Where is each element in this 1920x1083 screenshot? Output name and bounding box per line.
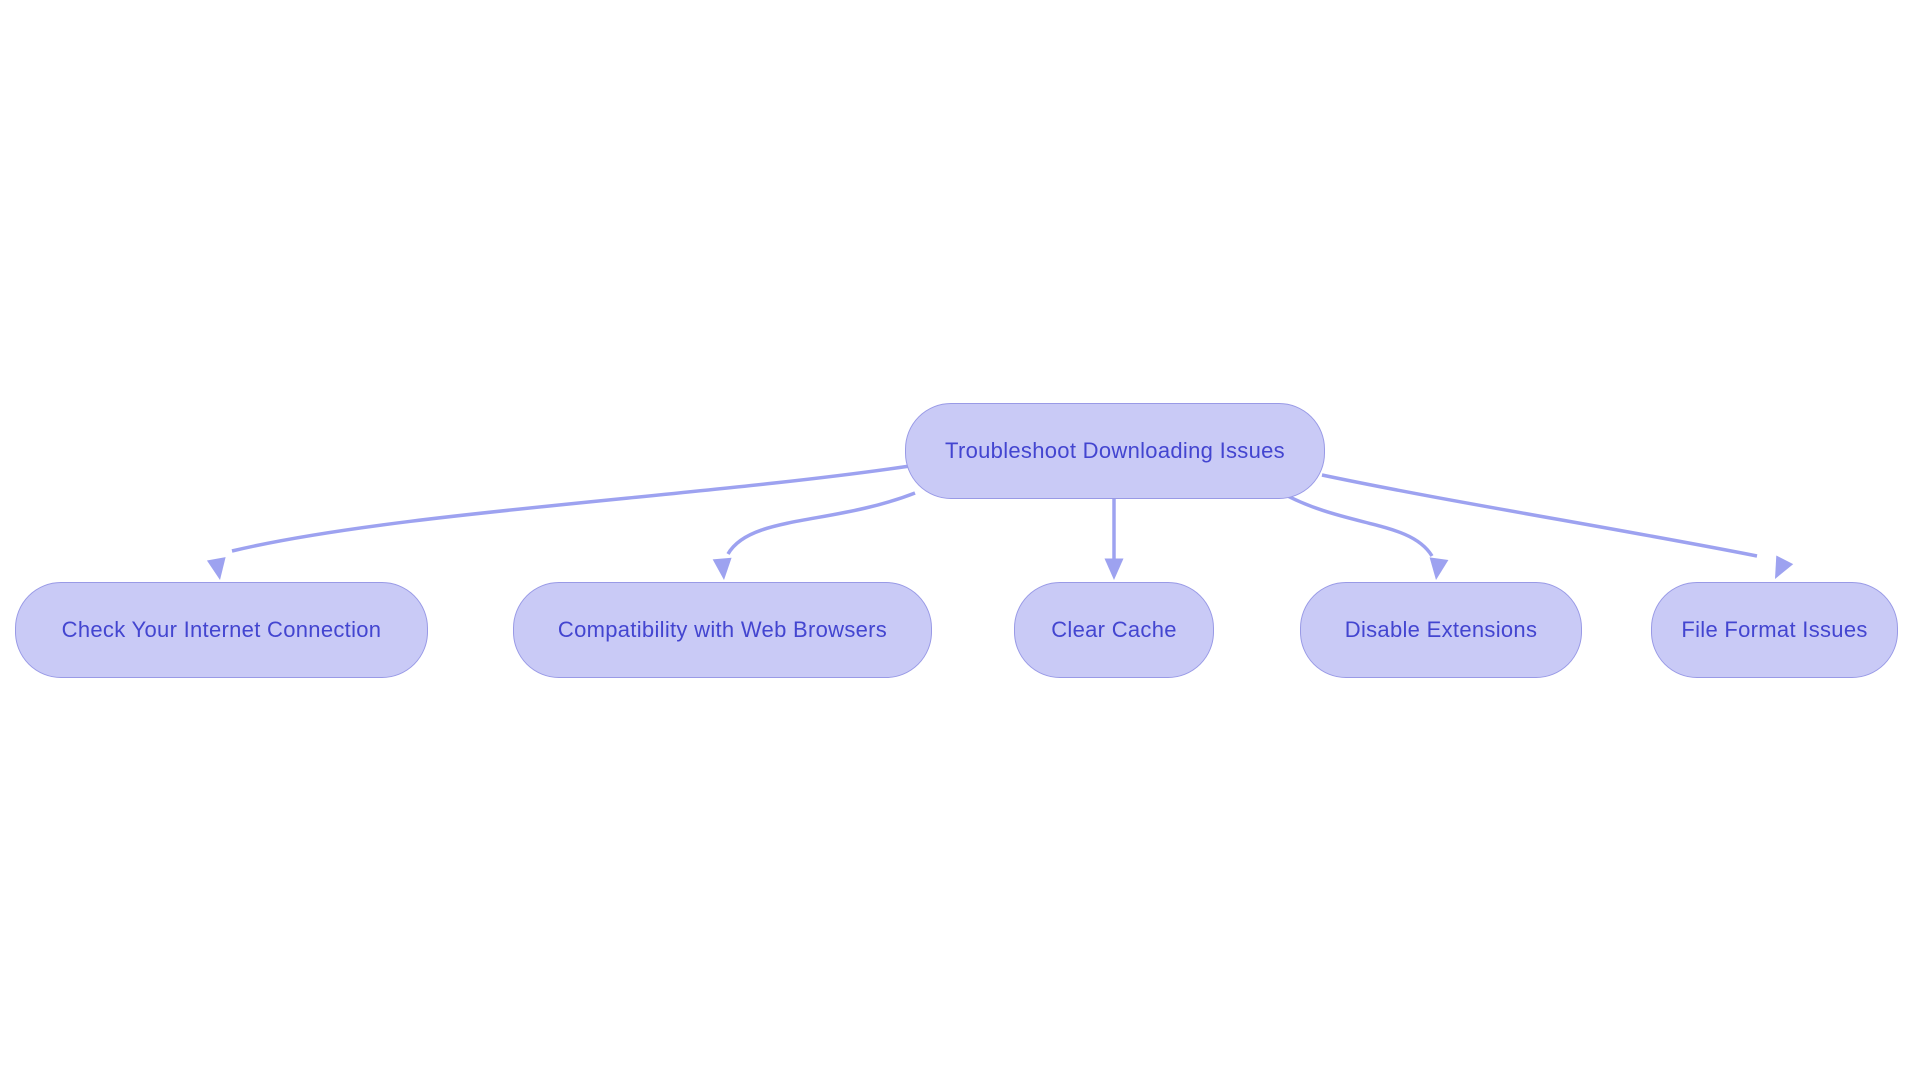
node-label-disable-extensions: Disable Extensions	[1344, 617, 1538, 642]
flowchart-node-file-format: File Format Issues	[1651, 582, 1898, 678]
node-label-root: Troubleshoot Downloading Issues	[945, 438, 1285, 463]
flowchart-node-clear-cache: Clear Cache	[1014, 582, 1214, 678]
flowchart-node-check-internet: Check Your Internet Connection	[15, 582, 428, 678]
arrowhead-icon-clear-cache	[1104, 558, 1124, 580]
node-label-clear-cache: Clear Cache	[1051, 617, 1177, 642]
node-label-check-internet: Check Your Internet Connection	[61, 617, 382, 642]
edge-root-to-check-internet	[231, 464, 911, 553]
arrowhead-icon-compatibility	[712, 557, 732, 580]
arrowhead-icon-check-internet	[206, 557, 226, 580]
arrowhead-icon-file-format	[1775, 555, 1794, 579]
edge-root-to-file-format	[1321, 473, 1758, 558]
flowchart-node-root: Troubleshoot Downloading Issues	[905, 403, 1325, 499]
arrowhead-icon-disable-ext	[1429, 557, 1449, 580]
node-label-file-format: File Format Issues	[1681, 617, 1868, 642]
flowchart-node-disable-extensions: Disable Extensions	[1300, 582, 1582, 678]
flowchart-node-compatibility: Compatibility with Web Browsers	[513, 582, 932, 678]
edge-root-to-compatibility	[726, 491, 916, 555]
node-label-compatibility: Compatibility with Web Browsers	[557, 617, 888, 642]
edge-root-to-disable-ext	[1279, 490, 1434, 557]
